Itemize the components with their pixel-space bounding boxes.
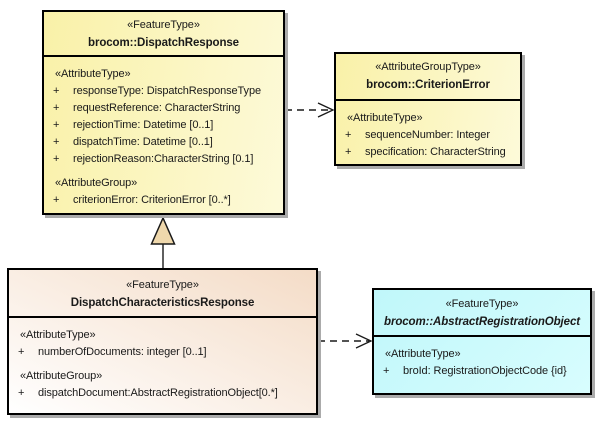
attribute-text: rejectionReason:CharacterString [0.1] <box>73 153 254 165</box>
class-attributes: «AttributeType» + responseType: DispatchRe… <box>44 57 283 209</box>
section-stereotype: «AttributeType» <box>347 112 423 124</box>
attribute-row: + sequenceNumber: Integer <box>336 127 520 144</box>
attribute-row: + dispatchTime: Datetime [0..1] <box>44 134 283 151</box>
class-stereotype: «FeatureType» <box>445 298 519 310</box>
attribute-text: dispatchDocument:AbstractRegistrationObj… <box>38 387 278 399</box>
dependency-connector-dispatchresponse-criterionerror <box>285 102 335 118</box>
generalization-connector-dispatchcharacteristics-dispatchresponse <box>150 216 176 268</box>
attribute-row: + requestReference: CharacterString <box>44 100 283 117</box>
attribute-text: rejectionTime: Datetime [0..1] <box>73 119 214 131</box>
class-name: DispatchCharacteristicsResponse <box>70 297 255 309</box>
class-box-dispatch-response: «FeatureType» brocom::DispatchResponse «… <box>42 10 285 215</box>
attribute-text: criterionError: CriterionError [0..*] <box>73 194 231 206</box>
class-attributes: «AttributeType» + numberOfDocuments: integ… <box>9 318 316 402</box>
attribute-row: + broId: RegistrationObjectCode {id} <box>374 363 590 380</box>
attribute-text: responseType: DispatchResponseType <box>73 85 261 97</box>
attribute-text: specification: CharacterString <box>365 146 506 158</box>
visibility-marker: + <box>53 153 60 165</box>
section-stereotype: «AttributeType» <box>385 348 461 360</box>
attribute-row: + dispatchDocument:AbstractRegistrationOb… <box>9 385 316 402</box>
class-attributes: «AttributeType» + broId: RegistrationObjec… <box>374 337 590 380</box>
class-name: brocom::AbstractRegistrationObject <box>384 316 580 328</box>
class-box-abstract-registration-object: «FeatureType» brocom::AbstractRegistrati… <box>372 288 592 395</box>
class-header: «AttributeGroupType» brocom::CriterionEr… <box>336 54 520 101</box>
class-header: «FeatureType» DispatchCharacteristicsRes… <box>9 270 316 318</box>
visibility-marker: + <box>53 194 60 206</box>
visibility-marker: + <box>345 146 352 158</box>
class-stereotype: «FeatureType» <box>127 19 200 31</box>
attribute-text: dispatchTime: Datetime [0..1] <box>73 136 213 148</box>
visibility-marker: + <box>18 387 25 399</box>
class-stereotype: «FeatureType» <box>126 279 199 291</box>
class-box-dispatch-characteristics-response: «FeatureType» DispatchCharacteristicsRes… <box>7 268 318 415</box>
dependency-connector-dispatchcharacteristics-abstractregistrationobject <box>318 333 373 349</box>
class-name: brocom::CriterionError <box>366 79 490 91</box>
visibility-marker: + <box>345 129 352 141</box>
attribute-row: + specification: CharacterString <box>336 144 520 161</box>
attribute-row: + rejectionReason:CharacterString [0.1] <box>44 151 283 168</box>
visibility-marker: + <box>53 102 60 114</box>
visibility-marker: + <box>53 119 60 131</box>
visibility-marker: + <box>383 365 390 377</box>
attribute-row: + responseType: DispatchResponseType <box>44 83 283 100</box>
section-stereotype: «AttributeType» <box>55 68 131 80</box>
visibility-marker: + <box>53 85 60 97</box>
class-stereotype: «AttributeGroupType» <box>375 61 481 73</box>
attribute-text: requestReference: CharacterString <box>73 102 241 114</box>
class-attributes: «AttributeType»+sequenceNumber: Integer+… <box>336 101 520 161</box>
class-box-criterion-error: «AttributeGroupType» brocom::CriterionEr… <box>334 52 522 166</box>
visibility-marker: + <box>18 346 25 358</box>
attribute-text: sequenceNumber: Integer <box>365 129 490 141</box>
section-stereotype: «AttributeType» <box>20 329 96 341</box>
attribute-text: broId: RegistrationObjectCode {id} <box>403 365 567 377</box>
attribute-row: + rejectionTime: Datetime [0..1] <box>44 117 283 134</box>
attribute-row: + numberOfDocuments: integer [0..1] <box>9 344 316 361</box>
section-stereotype: «AttributeGroup» <box>55 177 138 189</box>
class-name: brocom::DispatchResponse <box>88 37 239 49</box>
attribute-row: + criterionError: CriterionError [0..*] <box>44 192 283 209</box>
class-header: «FeatureType» brocom::DispatchResponse <box>44 12 283 57</box>
attribute-text: numberOfDocuments: integer [0..1] <box>38 346 207 358</box>
section-stereotype: «AttributeGroup» <box>20 370 103 382</box>
visibility-marker: + <box>53 136 60 148</box>
class-header: «FeatureType» brocom::AbstractRegistrati… <box>374 290 590 337</box>
